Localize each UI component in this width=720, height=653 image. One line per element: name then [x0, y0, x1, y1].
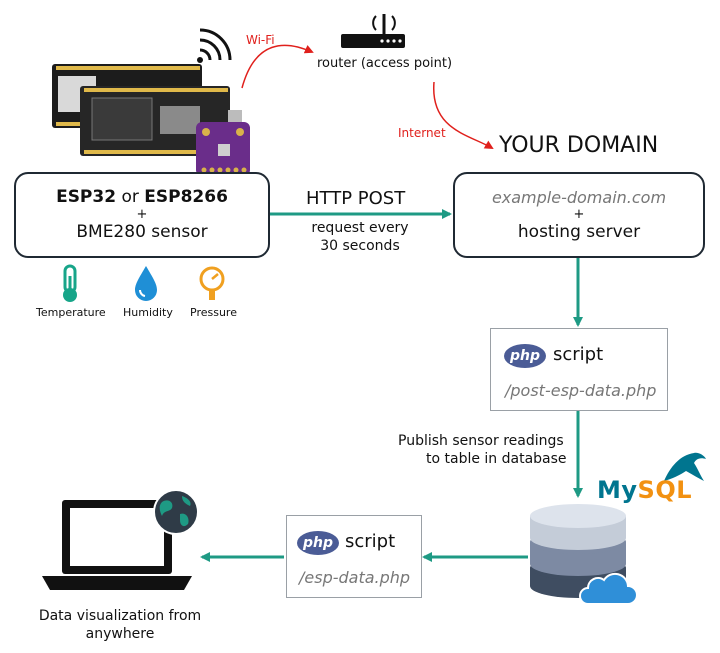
request-line-2: 30 seconds — [320, 238, 400, 254]
or-label: or — [116, 187, 145, 207]
esp-data-filename: /esp-data.php — [299, 568, 411, 587]
viz-line-2: anywhere — [85, 626, 155, 642]
thermometer-icon — [63, 264, 77, 302]
esp-title: ESP32 or ESP8266 — [56, 187, 228, 208]
viz-line-1: Data visualization from — [38, 608, 202, 624]
esp32-label: ESP32 — [56, 187, 117, 207]
internet-arrow — [433, 81, 494, 150]
droplet-icon — [135, 266, 157, 301]
cloud-icon — [579, 572, 638, 605]
router-icon — [341, 14, 405, 48]
laptop-icon — [42, 489, 199, 590]
php-logo-icon: php — [504, 344, 546, 368]
gauge-icon — [199, 266, 225, 300]
php-script-label: script — [553, 344, 604, 365]
php-post-script-box: php script /post-esp-data.php — [490, 328, 668, 411]
wifi-arrow — [241, 44, 314, 89]
internet-label: Internet — [398, 126, 446, 140]
publish-line-2: to table in database — [426, 451, 567, 467]
esp-sensor-box: ESP32 or ESP8266 + BME280 sensor — [14, 172, 270, 258]
request-line-1: request every — [311, 220, 409, 236]
domain-plus: + — [573, 206, 585, 222]
your-domain-title: YOUR DOMAIN — [499, 133, 659, 158]
publish-line-1: Publish sensor readings — [398, 433, 564, 449]
post-esp-data-filename: /post-esp-data.php — [505, 381, 657, 400]
wifi-signal-icon — [197, 28, 232, 63]
globe-icon — [153, 489, 199, 535]
esp8266-label: ESP8266 — [144, 187, 228, 207]
mysql-dolphin-icon — [664, 452, 706, 481]
php-esp-data-box: php script /esp-data.php — [286, 515, 422, 598]
php-logo-icon: php — [297, 531, 339, 555]
http-post-label: HTTP POST — [306, 188, 406, 209]
hosting-server-label: hosting server — [517, 221, 641, 242]
sensor-label-pressure: Pressure — [190, 306, 237, 319]
esp-plus: + — [136, 207, 148, 222]
php-script-label: script — [345, 531, 396, 552]
wifi-label: Wi-Fi — [246, 33, 275, 47]
mysql-logo: MySQL — [597, 476, 692, 504]
domain-server-box: example-domain.com + hosting server — [453, 172, 705, 258]
bme280-label: BME280 sensor — [76, 222, 208, 242]
mysql-my: My — [597, 476, 638, 504]
sensor-label-humidity: Humidity — [123, 306, 173, 319]
esp-board-image — [52, 28, 250, 176]
router-label: router (access point) — [317, 56, 453, 71]
mysql-sql: SQL — [637, 476, 693, 504]
domain-name: example-domain.com — [491, 187, 667, 207]
sensor-label-temperature: Temperature — [36, 306, 106, 319]
database-icon — [530, 504, 638, 605]
